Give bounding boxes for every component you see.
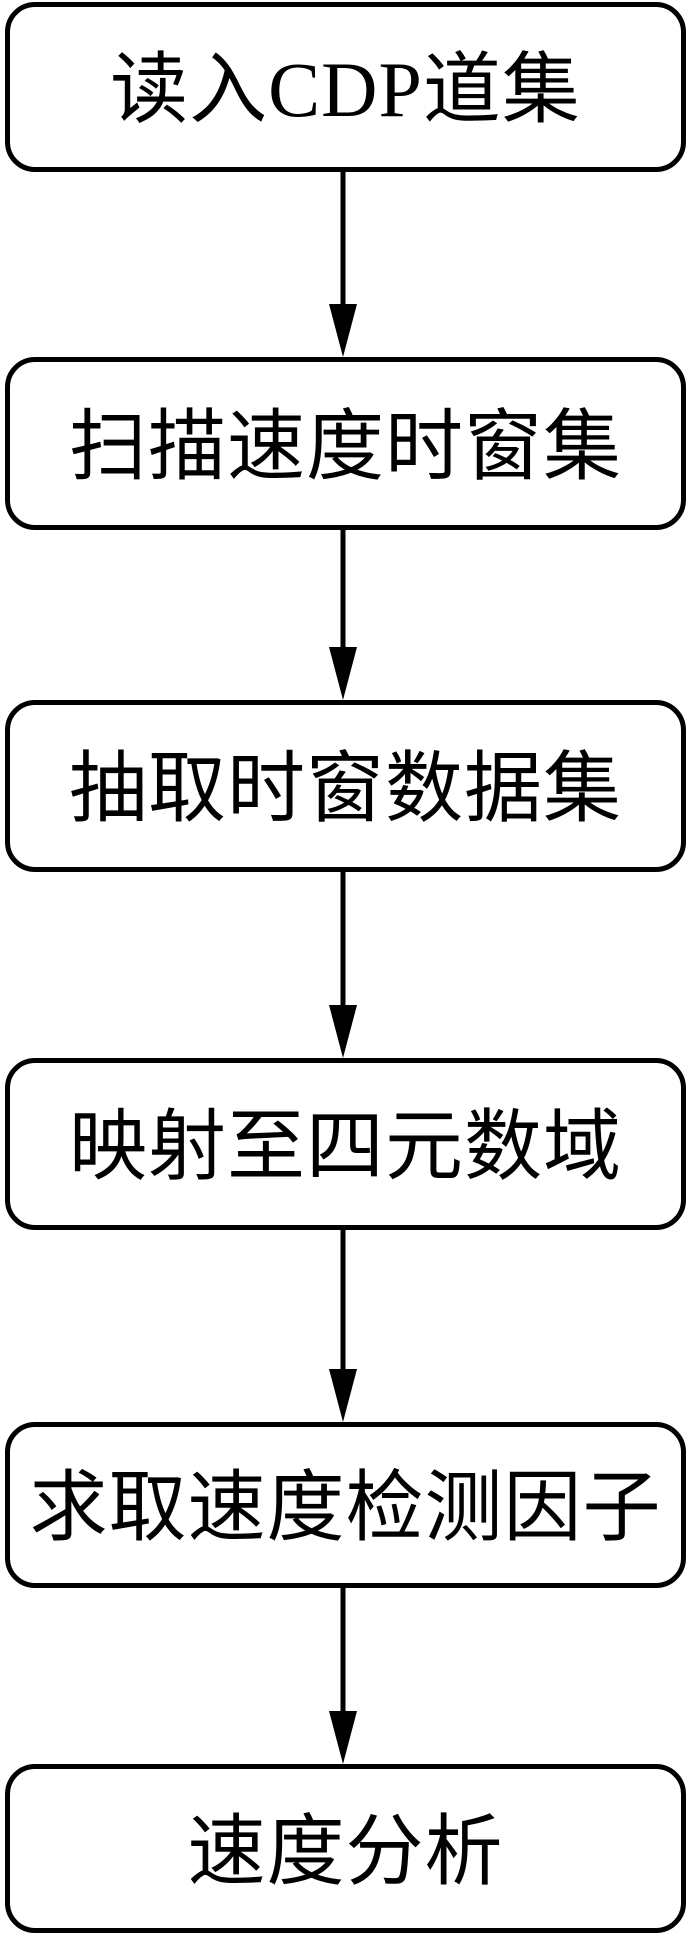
arrow-down-icon <box>329 172 357 357</box>
flow-step-label: 映射至四元数域 <box>68 1103 622 1190</box>
arrow-down-icon <box>329 1588 357 1764</box>
flow-step-label: 读入CDP道集 <box>110 46 581 133</box>
flow-step-extract-time-window-data: 抽取时窗数据集 <box>5 700 686 872</box>
flow-step-scan-velocity-time-windows: 扫描速度时窗集 <box>5 357 686 530</box>
flow-step-label: 速度分析 <box>187 1807 504 1895</box>
flow-step-velocity-analysis: 速度分析 <box>5 1764 686 1933</box>
arrow-down-icon <box>329 530 357 700</box>
flow-step-label: 扫描速度时窗集 <box>68 402 622 490</box>
flow-step-compute-velocity-detection-factor: 求取速度检测因子 <box>5 1422 686 1588</box>
arrow-down-icon <box>329 1230 357 1422</box>
flow-step-read-cdp-gathers: 读入CDP道集 <box>5 2 686 172</box>
flow-step-label: 抽取时窗数据集 <box>68 745 622 832</box>
arrow-down-icon <box>329 872 357 1058</box>
flow-step-label: 求取速度检测因子 <box>29 1464 662 1551</box>
flow-step-map-to-quaternion-domain: 映射至四元数域 <box>5 1058 686 1230</box>
